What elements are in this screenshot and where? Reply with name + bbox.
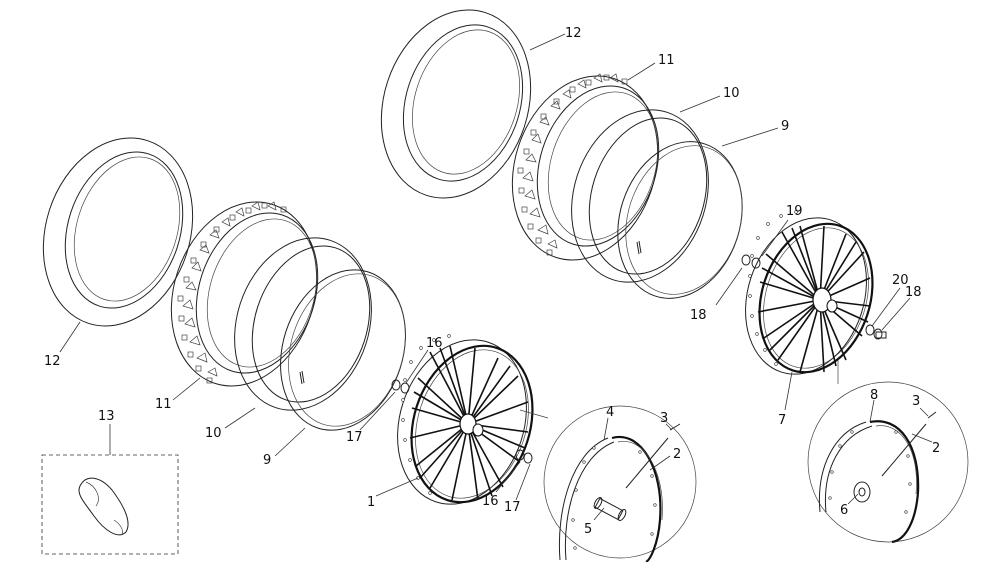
detail-circle-front <box>519 405 697 562</box>
callout-6: 6 <box>840 503 848 518</box>
callout-18-right: 18 <box>905 285 922 300</box>
axle-nut-left-bottom <box>515 449 533 464</box>
rim-tape-right <box>617 141 743 299</box>
callout-labels: 1 2 2 3 3 4 5 6 7 8 9 9 10 10 11 11 12 1… <box>44 26 940 537</box>
callout-10-right: 10 <box>723 86 740 101</box>
callout-18-left: 18 <box>690 308 707 323</box>
inner-tube-left <box>234 237 372 411</box>
callout-11-right: 11 <box>658 53 675 68</box>
leader-lines <box>59 33 933 521</box>
tread-tire-right <box>511 73 660 261</box>
wheel-front-left <box>397 334 534 505</box>
tire-right <box>380 9 532 199</box>
callout-20: 20 <box>892 273 909 288</box>
callout-9-right: 9 <box>781 119 789 134</box>
callout-10-left: 10 <box>205 426 222 441</box>
callout-19: 19 <box>786 204 803 219</box>
callout-9-left: 9 <box>263 453 271 468</box>
callout-4: 4 <box>606 405 614 420</box>
callout-16-top: 16 <box>426 336 443 351</box>
callout-17-bottom: 17 <box>504 500 521 515</box>
callout-2-front: 2 <box>673 447 681 462</box>
axle-nut-left-top <box>391 379 410 394</box>
callout-5: 5 <box>584 522 592 537</box>
tread-pattern-left <box>177 201 287 384</box>
callout-8: 8 <box>870 388 878 403</box>
tread-pattern-right <box>517 73 628 256</box>
callout-12-right: 12 <box>565 26 582 41</box>
tire-left <box>42 137 194 327</box>
wheel-rear-right <box>745 210 874 375</box>
callout-16-bottom: 16 <box>482 494 499 509</box>
callout-1: 1 <box>367 495 375 510</box>
callout-12-left: 12 <box>44 354 61 369</box>
callout-17-top: 17 <box>346 430 363 445</box>
axle-nut-right-bottom <box>865 324 887 340</box>
callout-13: 13 <box>98 409 115 424</box>
tool-bag-box <box>41 454 179 555</box>
detail-circle-rear <box>807 360 969 544</box>
callout-3-front: 3 <box>660 411 668 426</box>
callout-11-left: 11 <box>155 397 172 412</box>
inner-tube-right <box>571 109 709 283</box>
callout-7: 7 <box>778 413 786 428</box>
axle-nut-right-top <box>741 254 761 269</box>
callout-3-rear: 3 <box>912 394 920 409</box>
rim-tape-left <box>280 269 406 431</box>
callout-2-rear: 2 <box>932 441 940 456</box>
